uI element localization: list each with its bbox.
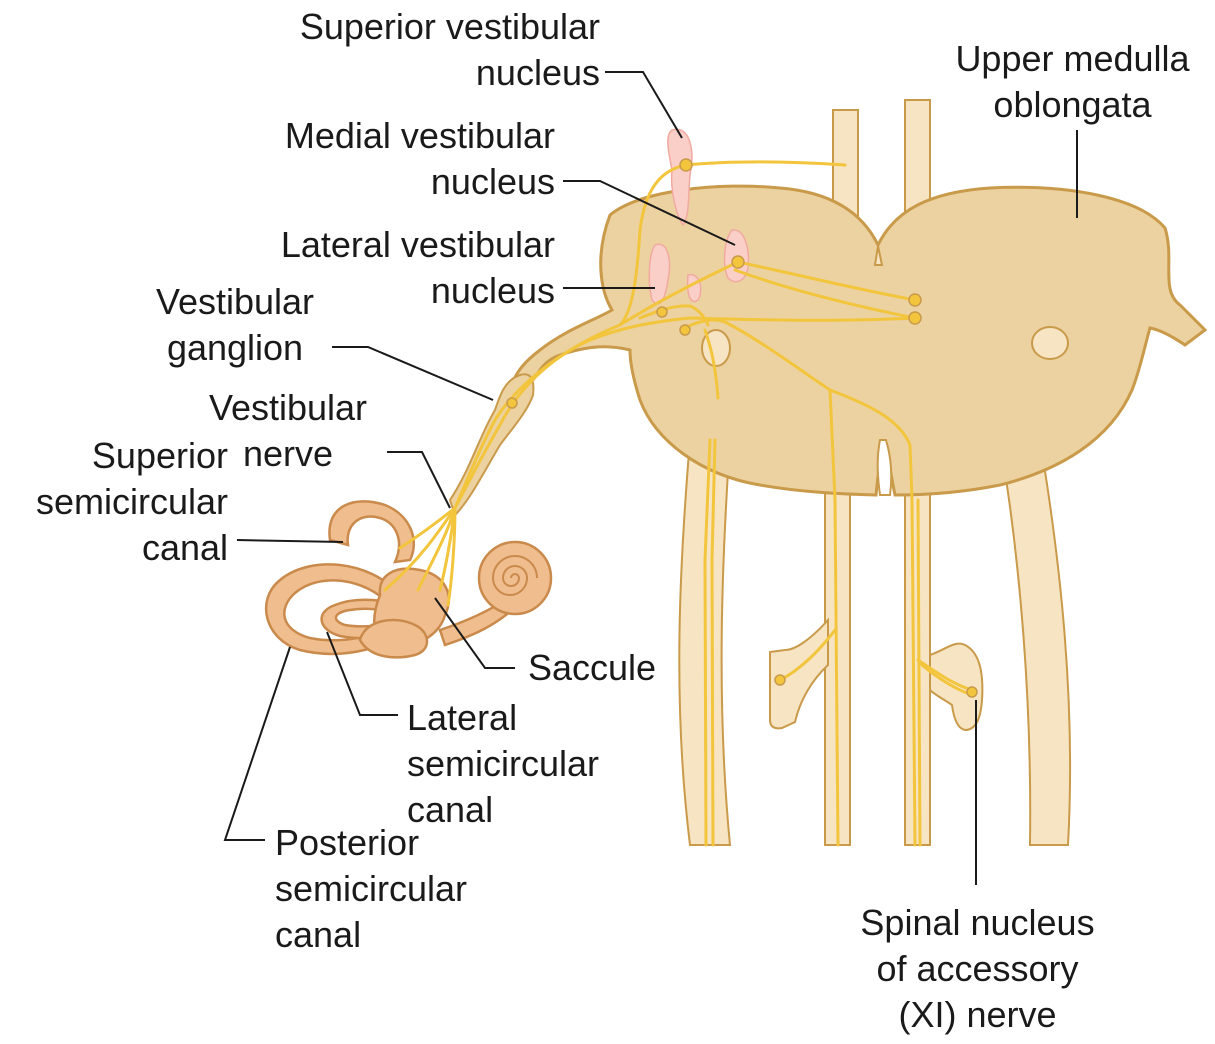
label-line: canal <box>275 914 362 955</box>
label-line: canal <box>141 527 228 568</box>
synapse-tract-1 <box>908 293 922 307</box>
label-spinal-nucleus-accessory: Spinal nucleus of accessory (XI) nerve <box>835 900 1120 1038</box>
leader-lateral-semicircular-canal <box>326 631 398 716</box>
fiber-lateral-descending <box>683 318 912 447</box>
dorsal-median-sulcus <box>873 245 884 266</box>
leader-superior-vestibular-nucleus <box>605 71 683 139</box>
label-line: Vestibular <box>155 281 315 322</box>
fiber-ear-lateral <box>383 506 457 592</box>
label-line: Spinal nucleus <box>860 902 1095 943</box>
label-line: Saccule <box>528 647 657 688</box>
label-line: semicircular <box>35 481 228 522</box>
fiber-ventral-root <box>778 628 837 682</box>
label-line: nucleus <box>430 270 555 311</box>
label-line: (XI) nerve <box>898 994 1057 1035</box>
label-line: Upper medulla <box>955 38 1190 79</box>
label-line: oblongata <box>993 84 1152 125</box>
label-upper-medulla-oblongata: Upper medulla oblongata <box>930 36 1215 128</box>
synapse-ventral <box>774 674 786 686</box>
label-line: Lateral vestibular <box>280 224 555 265</box>
fiber-left-outer-tract <box>703 438 712 847</box>
synapse-lateral-2 <box>679 324 691 336</box>
cochlea-shape <box>477 540 553 616</box>
superior-canal-shape <box>328 500 416 564</box>
synapse-superior <box>679 158 693 172</box>
medulla-cross-section <box>510 184 1208 497</box>
inner-ear <box>264 500 553 659</box>
leader-posterior-semicircular-canal <box>223 646 291 841</box>
leader-lines <box>223 71 1078 885</box>
fiber-to-superior-nucleus <box>453 160 847 510</box>
label-line: nerve <box>242 433 334 474</box>
synapse-lateral <box>656 306 668 318</box>
label-line: nucleus <box>475 52 600 93</box>
right-olive <box>1031 326 1069 360</box>
label-line: Posterior <box>275 822 420 863</box>
fiber-right-inner-tract <box>908 443 917 847</box>
label-vestibular-nerve: Vestibular nerve <box>188 385 388 477</box>
spinal-tracts <box>678 439 1072 846</box>
synapse-accessory <box>966 686 978 698</box>
label-line: Vestibular <box>208 387 368 428</box>
label-superior-vestibular-nucleus: Superior vestibular nucleus <box>230 4 600 96</box>
synapse-markers <box>506 158 978 698</box>
label-line: canal <box>407 789 494 830</box>
cochlea-spiral <box>491 555 538 596</box>
ganglion-cell <box>506 397 518 409</box>
fiber-ear-superior <box>398 506 457 550</box>
ampulla-shape <box>358 618 429 659</box>
fiber-to-medial-root <box>453 316 917 510</box>
label-line: Superior vestibular <box>299 6 600 47</box>
label-posterior-semicircular-canal: Posterior semicircular canal <box>275 820 505 958</box>
leader-vestibular-nerve <box>387 451 451 509</box>
label-line: semicircular <box>407 743 600 784</box>
leader-medial-vestibular-nucleus <box>563 180 736 246</box>
label-lateral-semicircular-canal: Lateral semicircular canal <box>407 695 637 833</box>
fiber-ear-posterior <box>446 506 457 607</box>
label-superior-semicircular-canal: Superior semicircular canal <box>0 433 228 571</box>
label-vestibular-ganglion: Vestibular ganglion <box>135 279 335 371</box>
label-line: semicircular <box>275 868 468 909</box>
leader-superior-semicircular-canal <box>236 539 344 543</box>
label-lateral-vestibular-nucleus: Lateral vestibular nucleus <box>215 222 555 314</box>
synapse-tract-2 <box>908 311 922 325</box>
leader-vestibular-ganglion <box>332 346 494 401</box>
fiber-short-descending <box>703 328 720 400</box>
label-line: Superior <box>91 435 228 476</box>
superior-vestibular-nucleus-shape <box>667 128 693 227</box>
fiber-medial-second <box>733 268 917 320</box>
fiber-left-outer-tract-2 <box>710 438 717 847</box>
label-line: ganglion <box>166 327 304 368</box>
fiber-ear-utricle <box>416 506 457 592</box>
label-line: of accessory <box>876 948 1079 989</box>
fiber-left-inner-tract <box>828 388 840 847</box>
left-ventral-root <box>769 617 829 730</box>
label-medial-vestibular-nucleus: Medial vestibular nucleus <box>215 113 555 205</box>
label-line: Lateral <box>407 697 518 738</box>
synapse-medial <box>731 255 745 269</box>
fiber-right-inner-tract-2 <box>916 498 922 847</box>
label-saccule: Saccule <box>528 645 688 691</box>
right-outer-column <box>998 439 1072 846</box>
ventral-median-fissure <box>876 439 893 496</box>
label-line: Medial vestibular <box>284 115 555 156</box>
leader-saccule <box>434 597 515 669</box>
small-nucleus-shape <box>686 274 702 303</box>
label-line: nucleus <box>430 161 555 202</box>
nerve-fibers <box>383 160 974 847</box>
